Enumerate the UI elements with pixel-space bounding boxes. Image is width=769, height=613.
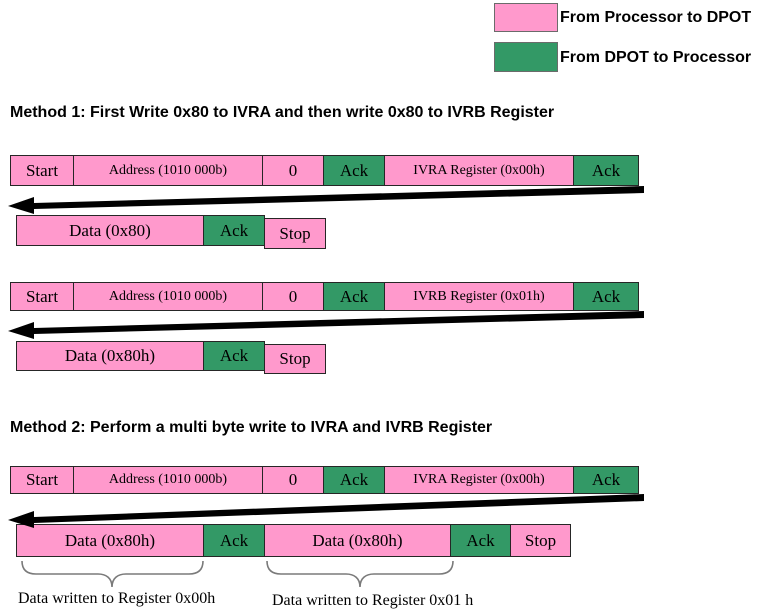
- seq-box-start: Start: [10, 282, 74, 311]
- seq-box-ack: Ack: [450, 524, 511, 557]
- seq-box-stop: Stop: [264, 344, 326, 374]
- seq-box-ack: Ack: [573, 282, 639, 311]
- seq-box-rw-bit: 0: [262, 466, 324, 494]
- return-arrow-2-shaft: [34, 311, 644, 334]
- legend-label-dpot-to-processor: From DPOT to Processor: [560, 49, 752, 66]
- seq-box-ack: Ack: [323, 155, 385, 186]
- seq-box-start: Start: [10, 466, 74, 494]
- seq-box-address: Address (1010 000b): [73, 282, 263, 311]
- legend-swatch-dpot-to-processor: [494, 42, 558, 72]
- return-arrow-3-shaft: [34, 494, 644, 523]
- seq-box-start: Start: [10, 155, 74, 186]
- m2-frame1-row: Start Address (1010 000b) 0 Ack IVRA Reg…: [10, 466, 639, 494]
- return-arrow-1-head: [8, 197, 34, 214]
- seq-box-address: Address (1010 000b): [73, 155, 263, 186]
- seq-box-data: Data (0x80): [16, 215, 204, 246]
- brace-register-0x01h: [266, 560, 454, 588]
- return-arrow-1-shaft: [34, 186, 644, 209]
- m2-frame2-row: Data (0x80h) Ack Data (0x80h) Ack Stop: [16, 524, 571, 557]
- method1-heading: Method 1: First Write 0x80 to IVRA and t…: [10, 104, 555, 121]
- brace-register-0x00h: [21, 560, 204, 588]
- seq-box-ack: Ack: [203, 215, 265, 246]
- seq-box-data-1: Data (0x80h): [16, 524, 204, 557]
- seq-box-ivra-register: IVRA Register (0x00h): [384, 155, 574, 186]
- legend-label-processor-to-dpot: From Processor to DPOT: [560, 9, 752, 26]
- brace1-label: Data written to Register 0x00h: [18, 590, 216, 607]
- seq-box-stop: Stop: [264, 218, 326, 249]
- seq-box-data-2: Data (0x80h): [264, 524, 451, 557]
- seq-box-rw-bit: 0: [262, 155, 324, 186]
- seq-box-ack: Ack: [573, 466, 639, 494]
- seq-box-stop: Stop: [510, 524, 571, 557]
- seq-box-ack: Ack: [203, 524, 265, 557]
- seq-box-ivra-register: IVRA Register (0x00h): [384, 466, 574, 494]
- m1-frame3-row: Start Address (1010 000b) 0 Ack IVRB Reg…: [10, 282, 639, 311]
- seq-box-ack: Ack: [203, 341, 265, 371]
- seq-box-address: Address (1010 000b): [73, 466, 263, 494]
- brace2-label: Data written to Register 0x01 h: [272, 592, 474, 609]
- return-arrow-2-head: [8, 322, 34, 339]
- m1-frame4-row: Data (0x80h) Ack Stop: [16, 341, 326, 374]
- seq-box-ack: Ack: [573, 155, 639, 186]
- seq-box-ivrb-register: IVRB Register (0x01h): [384, 282, 574, 311]
- legend-swatch-processor-to-dpot: [494, 3, 558, 32]
- seq-box-ack: Ack: [323, 466, 385, 494]
- m1-frame1-row: Start Address (1010 000b) 0 Ack IVRA Reg…: [10, 155, 639, 186]
- seq-box-rw-bit: 0: [262, 282, 324, 311]
- m1-frame2-row: Data (0x80) Ack Stop: [16, 215, 326, 249]
- seq-box-ack: Ack: [323, 282, 385, 311]
- seq-box-data: Data (0x80h): [16, 341, 204, 371]
- method2-heading: Method 2: Perform a multi byte write to …: [10, 419, 493, 436]
